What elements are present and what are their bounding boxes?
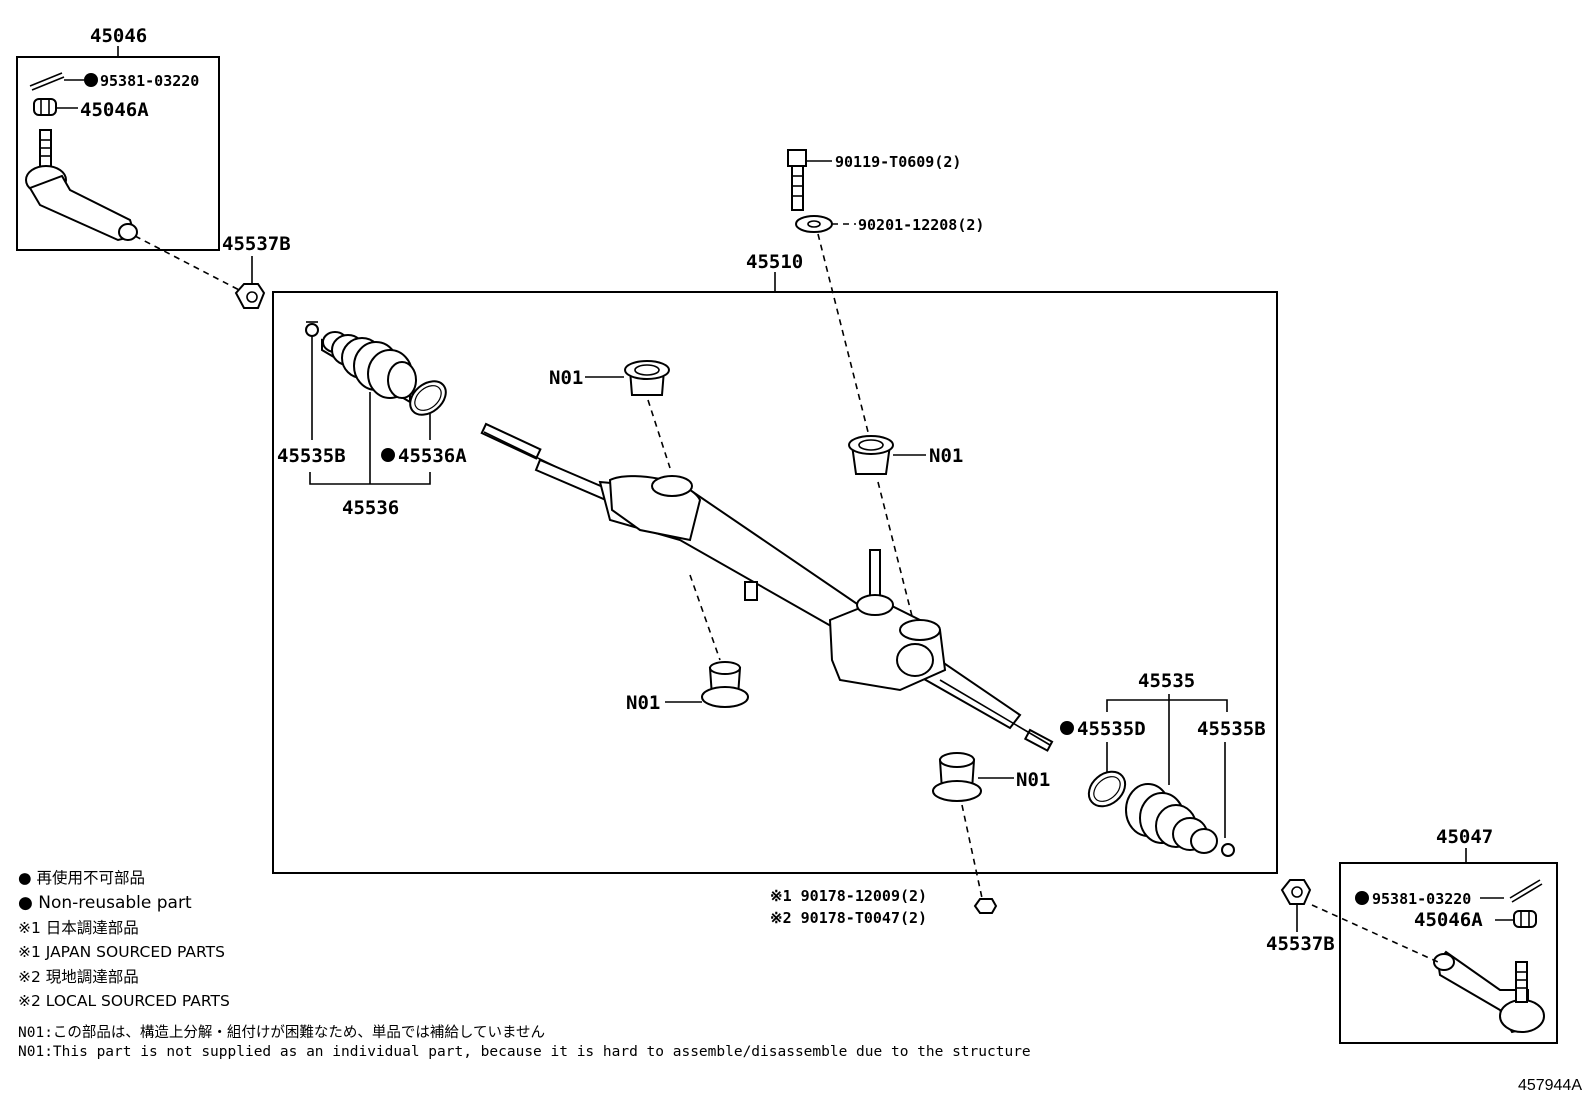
castle-nut-right-icon	[1513, 910, 1537, 928]
bushing-n01-bottom-left-icon	[701, 661, 749, 708]
cotter-pin-right-icon	[1509, 879, 1543, 903]
label-95381-top[interactable]: 95381-03220	[100, 72, 199, 90]
boot-clamp-icon	[409, 380, 447, 416]
bolt-icon	[787, 149, 807, 211]
bushing-n01-top-right-icon	[848, 435, 894, 475]
tie-rod-end-left-icon	[25, 129, 138, 242]
label-n01-c[interactable]: N01	[626, 692, 660, 714]
boot-clamp-right-icon	[1087, 770, 1127, 808]
legend-nonreuse-jp: ● 再使用不可部品	[18, 869, 145, 887]
small-nut-icon	[973, 898, 998, 914]
label-90119[interactable]: 90119-T0609(2)	[835, 153, 961, 171]
label-45536[interactable]: 45536	[342, 497, 399, 519]
rack-boot-right-icon	[1125, 783, 1218, 854]
legend-japan-jp: ※1 日本調達部品	[18, 919, 139, 937]
steering-rack-body-icon	[480, 422, 1054, 752]
label-45510[interactable]: 45510	[746, 251, 803, 273]
nonreusable-dot-icon	[381, 448, 395, 462]
label-45535B-left[interactable]: 45535B	[277, 445, 346, 467]
label-n01-d[interactable]: N01	[1016, 769, 1050, 791]
note-n01-en: N01:This part is not supplied as an indi…	[18, 1044, 1031, 1060]
bushing-n01-top-left-icon	[624, 360, 670, 396]
nonreusable-dot-icon	[84, 73, 98, 87]
washer-icon	[795, 215, 833, 233]
label-45537B-top[interactable]: 45537B	[222, 233, 291, 255]
rack-boot-left-icon	[321, 331, 417, 404]
tie-rod-end-right-box	[1339, 862, 1558, 1044]
label-45047[interactable]: 45047	[1436, 826, 1493, 848]
label-45046[interactable]: 45046	[90, 25, 147, 47]
bushing-n01-bottom-right-icon	[932, 752, 982, 802]
legend-nonreuse-en: ● Non-reusable part	[18, 893, 192, 913]
label-45535[interactable]: 45535	[1138, 670, 1195, 692]
nonreusable-dot-icon	[1355, 891, 1369, 905]
legend-japan-en: ※1 JAPAN SOURCED PARTS	[18, 943, 225, 961]
figure-id: 457944A	[1517, 1077, 1582, 1094]
note-n01-jp: N01:この部品は、構造上分解・組付けが困難なため、単品では補給していません	[18, 1025, 546, 1041]
nonreusable-dot-icon	[1060, 721, 1074, 735]
label-45535D[interactable]: 45535D	[1077, 718, 1146, 740]
castle-nut-icon	[33, 98, 57, 116]
legend-local-jp: ※2 現地調達部品	[18, 968, 139, 986]
hex-nut-icon	[234, 283, 266, 309]
tie-rod-end-right-icon	[1433, 950, 1545, 1034]
label-45536A[interactable]: 45536A	[398, 445, 467, 467]
label-45535B-right[interactable]: 45535B	[1197, 718, 1266, 740]
hex-nut-bottom-icon	[1280, 879, 1312, 905]
legend-local-en: ※2 LOCAL SOURCED PARTS	[18, 992, 230, 1010]
label-45046A-top[interactable]: 45046A	[80, 99, 149, 121]
label-95381-bot[interactable]: 95381-03220	[1372, 890, 1471, 908]
label-90201[interactable]: 90201-12208(2)	[858, 216, 984, 234]
boot-clip-icon	[305, 321, 319, 337]
label-n01-b[interactable]: N01	[929, 445, 963, 467]
boot-clip-right-icon	[1221, 843, 1235, 857]
label-45537B-bot[interactable]: 45537B	[1266, 933, 1335, 955]
label-90178-2[interactable]: ※2 90178-T0047(2)	[770, 909, 927, 927]
label-n01-a[interactable]: N01	[549, 367, 583, 389]
cotter-pin-icon	[29, 72, 65, 91]
label-45046A-bot[interactable]: 45046A	[1414, 909, 1483, 931]
label-90178-1[interactable]: ※1 90178-12009(2)	[770, 887, 927, 905]
